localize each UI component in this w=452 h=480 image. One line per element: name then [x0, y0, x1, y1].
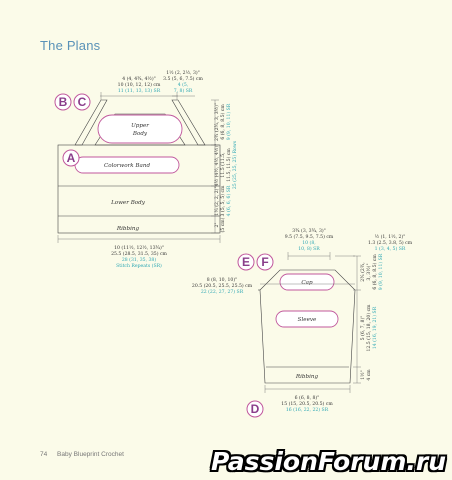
sleeve-height-sr: 14 (16, 19, 21) SR	[371, 306, 378, 349]
page-number: 74	[40, 451, 48, 458]
sleeve-upper-width-sr: 22 (22, 27, 27) SR	[201, 288, 244, 295]
letter-f-circle	[256, 253, 274, 271]
cap-label: Cap	[301, 280, 313, 286]
upper-height-in: 2¾ (2¾, 3, 3½)"	[213, 103, 220, 141]
lower-height-in: 1¼ (2, 2, 2)"	[213, 186, 220, 215]
sleeve-bottom-width-cm: 15 (15, 20.5, 20.5) cm	[281, 400, 333, 407]
body-label: Body	[132, 131, 148, 137]
letter-b: B	[59, 95, 68, 109]
letter-c-circle	[73, 93, 91, 111]
body-bottom-width-cm: 25.5 (28.5, 31.5, 35) cm	[111, 250, 167, 257]
body-stitch-repeats: Stitch Repeats (SR)	[116, 262, 162, 269]
band-height-rows: 25 (25, 25, 25) Rows	[231, 140, 238, 189]
colorwork-band-label: Colorwork Band	[104, 163, 151, 169]
body-top-width-sr: 11 (11, 13, 13) SR	[118, 87, 161, 94]
sleeve-side-top-sr: 1 (3, 4, 5) SR	[375, 245, 406, 252]
sleeve-top-width-in: 3¾ (3, 3¾, 3)"	[292, 227, 326, 234]
sleeve-top-width-cm: 9.5 (7.5, 9.5, 7.5) cm	[285, 233, 334, 240]
lower-height-sr: 4 (6, 6, 6) SR	[225, 185, 232, 216]
band-height-cm2: 11.5, 11.5) cm	[225, 148, 232, 182]
strap-width-in: 1½ (2, 2½, 3)"	[166, 69, 200, 76]
body-bottom-width-in: 10 (11½, 12½, 13¾)"	[114, 244, 164, 251]
lower-body-label: Lower Body	[110, 200, 146, 206]
sleeve-schematic: Cap Sleeve Ribbing E F D 3¾ (3, 3¾, 3)" …	[192, 227, 413, 418]
cap-pill	[279, 273, 335, 291]
sleeve-ribbing-label: Ribbing	[295, 374, 319, 380]
book-title: Baby Blueprint Crochet	[57, 451, 124, 458]
letter-a-circle	[62, 149, 80, 167]
letter-a: A	[67, 151, 76, 165]
rib-height-in: 2"	[214, 222, 220, 227]
strap-width-sr2: 7, 8) SR	[174, 87, 193, 94]
page-footer: 74 Baby Blueprint Crochet	[40, 451, 124, 458]
band-height-cm1: 11.5 (11.5,	[219, 152, 226, 178]
upper-height-sr: 9 (9, 10, 11) SR	[225, 103, 232, 140]
letter-d: D	[251, 402, 260, 416]
sleeve-side-top-in: ½ (1, 1½, 2)"	[375, 233, 406, 240]
watermark: PassionForum.ru	[210, 447, 446, 476]
sleeve-rib-height-cm: 4 cm	[366, 369, 372, 381]
sleeve-pill	[275, 310, 339, 328]
body-top-width-in: 4 (4, 4¾, 4½)"	[122, 75, 156, 82]
sleeve-label: Sleeve	[298, 317, 317, 323]
ribbing-label: Ribbing	[116, 226, 140, 232]
lower-height-cm: 3 (5, 5, 5) cm	[219, 185, 226, 217]
body-schematic: Upper Body Colorwork Band Lower Body Rib…	[54, 69, 238, 269]
upper-height-cm: 6 (6, 8, 8.5) cm	[219, 104, 226, 140]
strap-width-sr1: 4 (5,	[178, 81, 189, 88]
sleeve-rib-height-in: 1½"	[359, 370, 366, 380]
letter-c: C	[78, 95, 87, 109]
sleeve-bottom-width-in: 6 (6, 8, 8)"	[295, 394, 320, 401]
sleeve-top-width-sr2: 10, 8) SR	[298, 245, 320, 252]
letter-e-circle	[237, 253, 255, 271]
cap-height-in2: 3, 3½)"	[365, 263, 372, 280]
sleeve-height-in: 5 (6, 7, 8)"	[359, 316, 366, 341]
cap-height-sr: 9 (9, 10, 11) SR	[377, 253, 384, 290]
sleeve-side-top-cm: 1.3 (2.5, 3.8, 5) cm	[368, 239, 413, 246]
sleeve-upper-width-cm: 20.5 (20.5, 25.5, 25.5) cm	[192, 282, 253, 289]
rib-height-cm: (5 cm)	[219, 217, 226, 232]
sleeve-bottom-width-sr: 16 (16, 22, 22) SR	[286, 406, 329, 413]
sleeve-upper-width-in: 8 (8, 10, 10)"	[207, 276, 238, 283]
letter-f: F	[261, 255, 268, 269]
sleeve-height-cm: 12.5 (15, 18, 20) cm	[365, 304, 372, 352]
page-title: The Plans	[40, 38, 101, 53]
letter-b-circle	[54, 93, 72, 111]
upper-body-pill	[97, 114, 183, 144]
body-bottom-width-sr: 28 (31, 35, 38)	[122, 256, 156, 263]
upper-label: Upper	[131, 123, 149, 129]
strap-width-cm: 3.5 (5, 6, 7.5) cm	[163, 75, 203, 82]
band-height-in: 4½ (4½, 4½, 4½)"	[213, 144, 220, 187]
sleeve-top-width-sr1: 10 (8,	[302, 239, 316, 246]
cap-height-cm: 6 (6, 8, 8.5) cm	[371, 254, 378, 290]
letter-d-circle	[246, 400, 264, 418]
right-strap-shape	[171, 99, 206, 146]
cap-height-in1: 2¾ (2¾,	[359, 262, 366, 282]
left-strap-shape	[74, 99, 108, 146]
letter-e: E	[242, 255, 250, 269]
body-top-width-cm: 10 (10, 12, 12) cm	[118, 81, 161, 88]
